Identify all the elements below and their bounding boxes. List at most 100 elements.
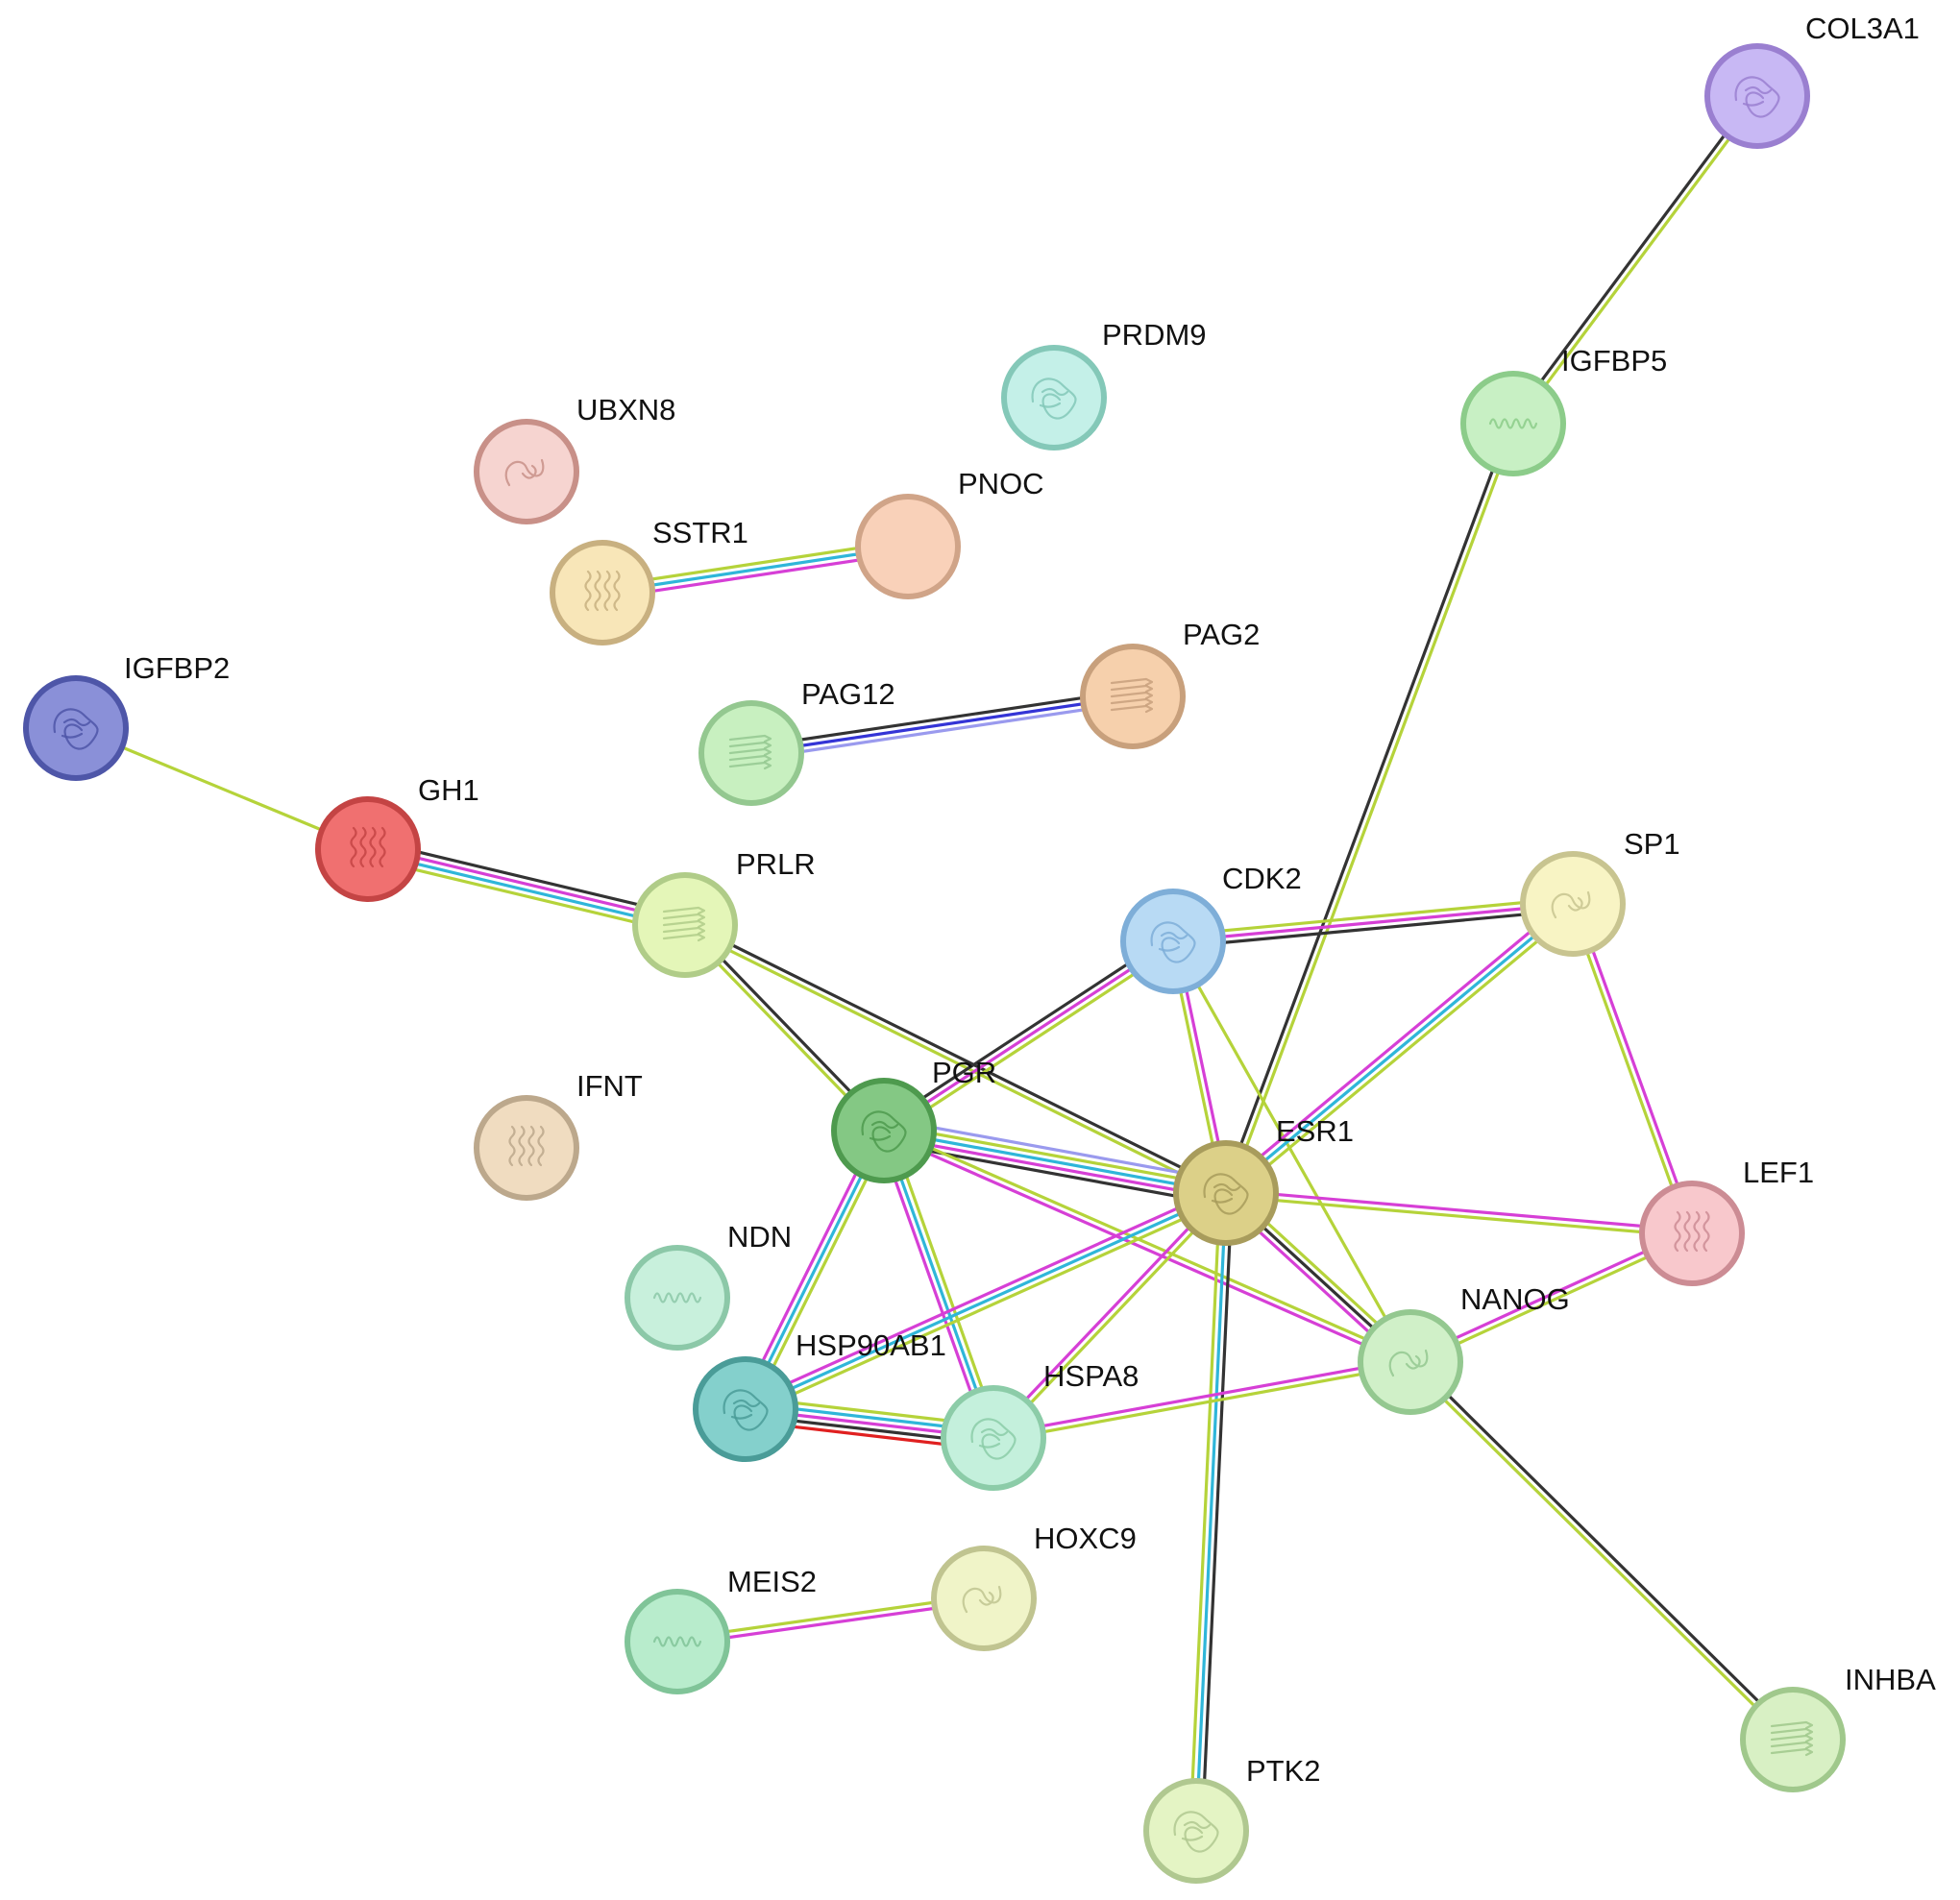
- protein-structure-icon: [728, 734, 772, 770]
- node-ifnt[interactable]: IFNT: [474, 1069, 643, 1201]
- edge-line-textmining: [682, 926, 1226, 1198]
- edge-line-textmining: [1225, 1194, 1692, 1238]
- protein-structure-icon: [1150, 921, 1196, 963]
- node-col3a1[interactable]: COL3A1: [1704, 12, 1920, 149]
- edge-cdk2-sp1[interactable]: [1172, 896, 1574, 949]
- node-hsp90ab1[interactable]: HSP90AB1: [693, 1328, 946, 1462]
- node-ptk2[interactable]: PTK2: [1143, 1754, 1321, 1884]
- node-label: HSP90AB1: [796, 1328, 946, 1362]
- node-ubxn8[interactable]: UBXN8: [474, 393, 675, 524]
- edge-line-textmining: [1171, 940, 1412, 1363]
- edge-gh1-prlr[interactable]: [365, 839, 688, 936]
- node-sstr1[interactable]: SSTR1: [550, 516, 748, 646]
- edge-nanog-inhba[interactable]: [1407, 1358, 1797, 1743]
- edge-esr1-lef1[interactable]: [1225, 1188, 1693, 1238]
- protein-structure-icon: [723, 1389, 769, 1431]
- protein-structure-icon: [508, 1125, 545, 1167]
- edge-line-coexpression: [1411, 1358, 1797, 1739]
- edge-line-textmining: [888, 1128, 1001, 1437]
- edge-line-textmining: [1228, 907, 1578, 1199]
- node-esr1[interactable]: ESR1: [1173, 1114, 1354, 1246]
- edge-line-homology_light: [885, 1117, 1229, 1183]
- edge-sp1-esr1[interactable]: [1221, 898, 1578, 1199]
- node-label: ESR1: [1276, 1114, 1354, 1148]
- edge-cdk2-pgr[interactable]: [879, 935, 1178, 1137]
- protein-structure-icon: [861, 1110, 907, 1153]
- protein-structure-icon: [1551, 890, 1591, 919]
- edge-line-textmining: [1227, 424, 1518, 1195]
- node-nanog[interactable]: NANOG: [1358, 1282, 1570, 1415]
- edge-line-coexpression: [1200, 1193, 1234, 1832]
- edge-line-experiments: [883, 939, 1174, 1133]
- edge-pgr-nanog[interactable]: [882, 1126, 1412, 1367]
- node-label: PGR: [932, 1056, 996, 1089]
- edge-line-coexpression: [1173, 908, 1574, 949]
- edge-line-experiments: [368, 844, 687, 924]
- edge-pgr-esr1[interactable]: [881, 1117, 1229, 1206]
- node-prlr[interactable]: PRLR: [632, 847, 816, 978]
- edge-line-experiments: [1172, 902, 1574, 943]
- node-circle: [1639, 1181, 1745, 1286]
- edge-line-textmining: [747, 1197, 1230, 1417]
- node-meis2[interactable]: MEIS2: [625, 1565, 817, 1694]
- node-cdk2[interactable]: CDK2: [1120, 862, 1302, 994]
- edge-line-coexpression: [1509, 93, 1756, 424]
- protein-structure-icon: [1203, 1173, 1249, 1215]
- protein-structure-icon: [350, 826, 386, 868]
- protein-structure-icon: [1734, 76, 1780, 118]
- node-hspa8[interactable]: HSPA8: [941, 1359, 1139, 1491]
- node-circle: [632, 872, 738, 978]
- edge-line-databases: [745, 1191, 1227, 1411]
- edge-line-textmining: [1172, 896, 1573, 938]
- edge-line-experiments: [1221, 898, 1571, 1190]
- node-hoxc9[interactable]: HOXC9: [931, 1522, 1137, 1651]
- node-sp1[interactable]: SP1: [1520, 827, 1680, 957]
- node-gh1[interactable]: GH1: [315, 773, 479, 902]
- edge-line-textmining: [1407, 1363, 1792, 1743]
- edge-line-coexpression: [879, 935, 1171, 1128]
- edge-esr1-hsp90ab1[interactable]: [742, 1185, 1230, 1417]
- edge-line-experiments: [882, 1134, 1226, 1201]
- node-prdm9[interactable]: PRDM9: [1001, 318, 1207, 451]
- node-circle: [1704, 43, 1810, 149]
- edge-cdk2-nanog[interactable]: [1171, 940, 1412, 1363]
- edge-line-coexpression: [1221, 422, 1512, 1193]
- edge-igfbp5-esr1[interactable]: [1221, 422, 1518, 1195]
- node-circle: [474, 419, 579, 524]
- node-pag12[interactable]: PAG12: [698, 677, 895, 806]
- node-label: UBXN8: [576, 393, 675, 426]
- edge-line-experiments: [992, 1357, 1410, 1437]
- node-pag2[interactable]: PAG2: [1080, 618, 1260, 749]
- edge-esr1-hspa8[interactable]: [990, 1189, 1230, 1442]
- node-circle: [550, 540, 655, 646]
- edge-pag12-pag2[interactable]: [749, 689, 1135, 761]
- node-igfbp5[interactable]: IGFBP5: [1460, 344, 1667, 476]
- edge-pgr-hspa8[interactable]: [876, 1128, 1001, 1441]
- node-ndn[interactable]: NDN: [625, 1220, 792, 1351]
- edge-esr1-ptk2[interactable]: [1188, 1192, 1234, 1832]
- protein-structure-icon: [1388, 1349, 1429, 1377]
- edge-sp1-lef1[interactable]: [1568, 902, 1697, 1235]
- node-inhba[interactable]: INHBA: [1740, 1663, 1936, 1792]
- edge-prlr-esr1[interactable]: [682, 920, 1229, 1198]
- node-igfbp2[interactable]: IGFBP2: [23, 651, 230, 781]
- edge-line-databases: [1194, 1192, 1228, 1832]
- node-pnoc[interactable]: PNOC: [855, 467, 1044, 599]
- edge-nanog-hspa8[interactable]: [992, 1357, 1411, 1443]
- node-label: INHBA: [1845, 1663, 1936, 1696]
- node-circle: [698, 700, 804, 806]
- protein-structure-icon: [1770, 1720, 1814, 1757]
- edge-line-databases: [1224, 902, 1575, 1195]
- node-lef1[interactable]: LEF1: [1639, 1156, 1814, 1286]
- node-circle: [23, 675, 129, 781]
- edge-col3a1-igfbp5[interactable]: [1509, 93, 1761, 426]
- edge-line-experiments: [1574, 902, 1697, 1233]
- protein-structure-icon: [662, 906, 706, 942]
- node-label: COL3A1: [1805, 12, 1920, 45]
- edge-line-textmining: [884, 1126, 1412, 1361]
- edge-line-coexpression: [881, 1140, 1225, 1206]
- node-label: PRDM9: [1102, 318, 1207, 352]
- node-pgr[interactable]: PGR: [831, 1056, 996, 1183]
- node-label: PNOC: [958, 467, 1044, 500]
- node-label: PRLR: [736, 847, 816, 881]
